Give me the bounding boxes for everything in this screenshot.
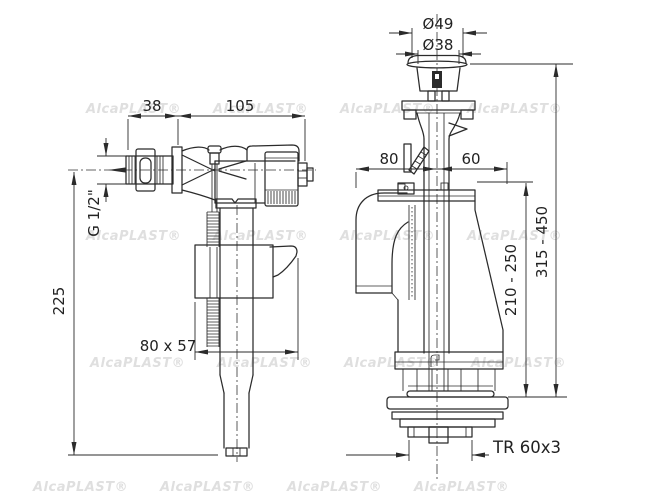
inlet-needle [108,167,126,173]
mounting-bar [377,182,476,202]
base-flange [386,396,509,410]
flush-valve-view [355,14,509,482]
watermark-text: AlcaPLAST® [339,229,435,244]
watermark-text: AlcaPLAST® [413,480,509,495]
adjustment-rod [206,145,222,347]
bottom-thread [407,426,473,438]
watermark-text: AlcaPLAST® [159,480,255,495]
dim-d38-label: Ø38 [423,36,454,54]
watermark-text: AlcaPLAST® [466,102,562,117]
watermark-text: AlcaPLAST® [339,102,435,117]
dim-38-label: 38 [142,97,161,115]
flush-body [397,200,504,353]
outlet-stub [297,162,314,187]
body-cap [246,144,300,162]
dim-315-450-label: 315 - 450 [533,206,551,278]
watermark-text: AlcaPLAST® [466,229,562,244]
seal-ring [406,390,495,398]
locking-clip [448,122,468,137]
float [194,244,298,299]
base-clip-detail [430,354,440,367]
lower-chamber [215,198,257,209]
watermark-text: AlcaPLAST® [343,356,439,371]
watermark-text: AlcaPLAST® [216,356,312,371]
button-slot-notch [435,74,439,79]
dimension-annotations: 38 105 G 1/2" 225 80 x 57 Ø49 [50,15,573,461]
watermark-text: AlcaPLAST® [85,229,181,244]
button-skirt [416,67,461,92]
watermark-text: AlcaPLAST® [470,356,566,371]
valve-body [214,144,314,209]
telescopic-tube [423,113,468,391]
cage-struts [402,369,496,391]
watermark-text: AlcaPLAST® [212,229,308,244]
dim-210-250-label: 210 - 250 [502,244,520,316]
button-dome [407,54,467,64]
push-button [406,54,468,102]
watermark-layer: AlcaPLAST® AlcaPLAST® AlcaPLAST® AlcaPLA… [32,102,566,495]
valve-base [386,351,509,444]
dim-d49-label: Ø49 [423,15,454,33]
dim-tr60x3-label: TR 60x3 [492,438,561,457]
watermark-text: AlcaPLAST® [286,480,382,495]
dim-60-label: 60 [461,150,480,168]
dim-g12-label: G 1/2" [85,189,103,236]
inlet-nut [135,148,156,192]
button-brim [406,60,468,69]
lid-flange [401,100,476,140]
button-slot [432,71,442,88]
wall-flange [171,146,183,194]
fill-tube [219,207,254,457]
watermark-text: AlcaPLAST® [32,480,128,495]
watermark-text: AlcaPLAST® [89,356,185,371]
overflow-elbow [355,192,409,301]
dim-80x57-label: 80 x 57 [140,337,197,355]
watermark-text: AlcaPLAST® [85,102,181,117]
tube-end-cap [225,447,248,457]
center-stub [428,426,449,444]
watermark-text: AlcaPLAST® [212,102,308,117]
fill-valve-view [68,144,316,462]
inlet-thread [125,155,174,185]
adjustment-knob [264,151,299,207]
dim-105-label: 105 [226,97,255,115]
dim-80-label: 80 [379,150,398,168]
gasket [391,411,504,420]
dim-225-label: 225 [50,287,68,316]
